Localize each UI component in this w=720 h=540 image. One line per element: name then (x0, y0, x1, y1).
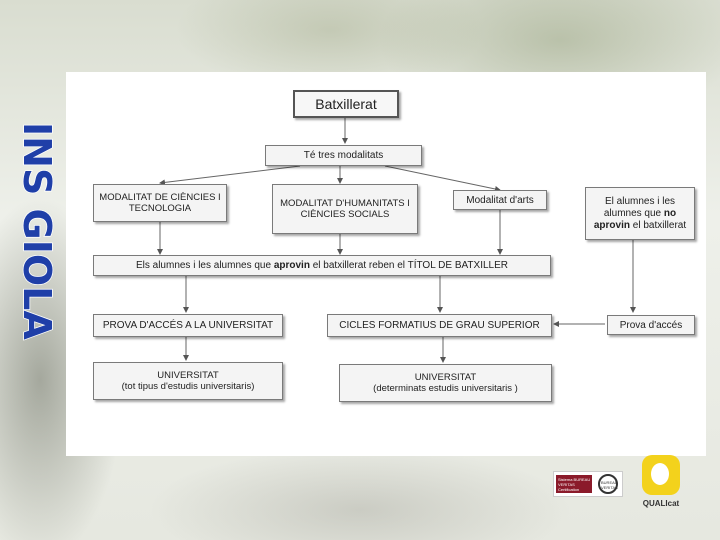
modalitat-ciencies-text: MODALITAT DE CIÈNCIES I TECNOLOGIA (97, 192, 223, 214)
universitat-1-title: UNIVERSITAT (157, 370, 218, 381)
prova-universitat-box: PROVA D'ACCÉS A LA UNIVERSITAT (93, 314, 283, 337)
prova-acces-box: Prova d'accés (607, 315, 695, 335)
modalitat-arts-text: Modalitat d'arts (466, 195, 534, 206)
modalitat-humanitats-box: MODALITAT D'HUMANITATS I CIÈNCIES SOCIAL… (272, 184, 418, 234)
modalitat-ciencies-box: MODALITAT DE CIÈNCIES I TECNOLOGIA (93, 184, 227, 222)
modalitat-arts-box: Modalitat d'arts (453, 190, 547, 210)
qualicat-text: QUALIcat (636, 499, 686, 508)
tres-modalitats-text: Té tres modalitats (304, 150, 383, 161)
prova-acces-text: Prova d'accés (620, 320, 683, 331)
qualicat-logo: QUALIcat (636, 455, 686, 511)
no-aprovin-text: El alumnes i les alumnes que no aprovin … (589, 196, 691, 232)
batxillerat-title: Batxillerat (315, 99, 376, 110)
tres-modalitats-box: Té tres modalitats (265, 145, 422, 166)
aproven-text: Els alumnes i les alumnes que aprovin el… (136, 260, 508, 271)
certification-logo: Sistema BUREAU VERITAS Certification BUR… (553, 471, 623, 497)
batxillerat-title-box: Batxillerat (293, 90, 399, 118)
modalitat-humanitats-text: MODALITAT D'HUMANITATS I CIÈNCIES SOCIAL… (276, 198, 414, 220)
prova-universitat-text: PROVA D'ACCÉS A LA UNIVERSITAT (103, 320, 273, 331)
arrow-to-ciencies (160, 166, 300, 183)
cicles-text: CICLES FORMATIUS DE GRAU SUPERIOR (339, 320, 539, 331)
aprovin-emphasis: aprovin (274, 260, 310, 271)
aproven-box: Els alumnes i les alumnes que aprovin el… (93, 255, 551, 276)
universitat-2-subtitle: (determinats estudis universitaris ) (373, 383, 518, 394)
cicles-box: CICLES FORMATIUS DE GRAU SUPERIOR (327, 314, 552, 337)
universitat-1-subtitle: (tot tipus d'estudis universitaris) (122, 381, 255, 392)
universitat-1-box: UNIVERSITAT (tot tipus d'estudis univers… (93, 362, 283, 400)
certification-badge: Sistema BUREAU VERITAS Certification (556, 475, 592, 493)
no-aprovin-box: El alumnes i les alumnes que no aprovin … (585, 187, 695, 240)
bureau-veritas-seal-icon: BUREAU VERITAS (598, 474, 618, 494)
universitat-2-box: UNIVERSITAT (determinats estudis univers… (339, 364, 552, 402)
certification-text: Sistema BUREAU VERITAS Certification (558, 477, 592, 492)
q-logo-icon (642, 455, 680, 495)
universitat-2-title: UNIVERSITAT (415, 372, 476, 383)
